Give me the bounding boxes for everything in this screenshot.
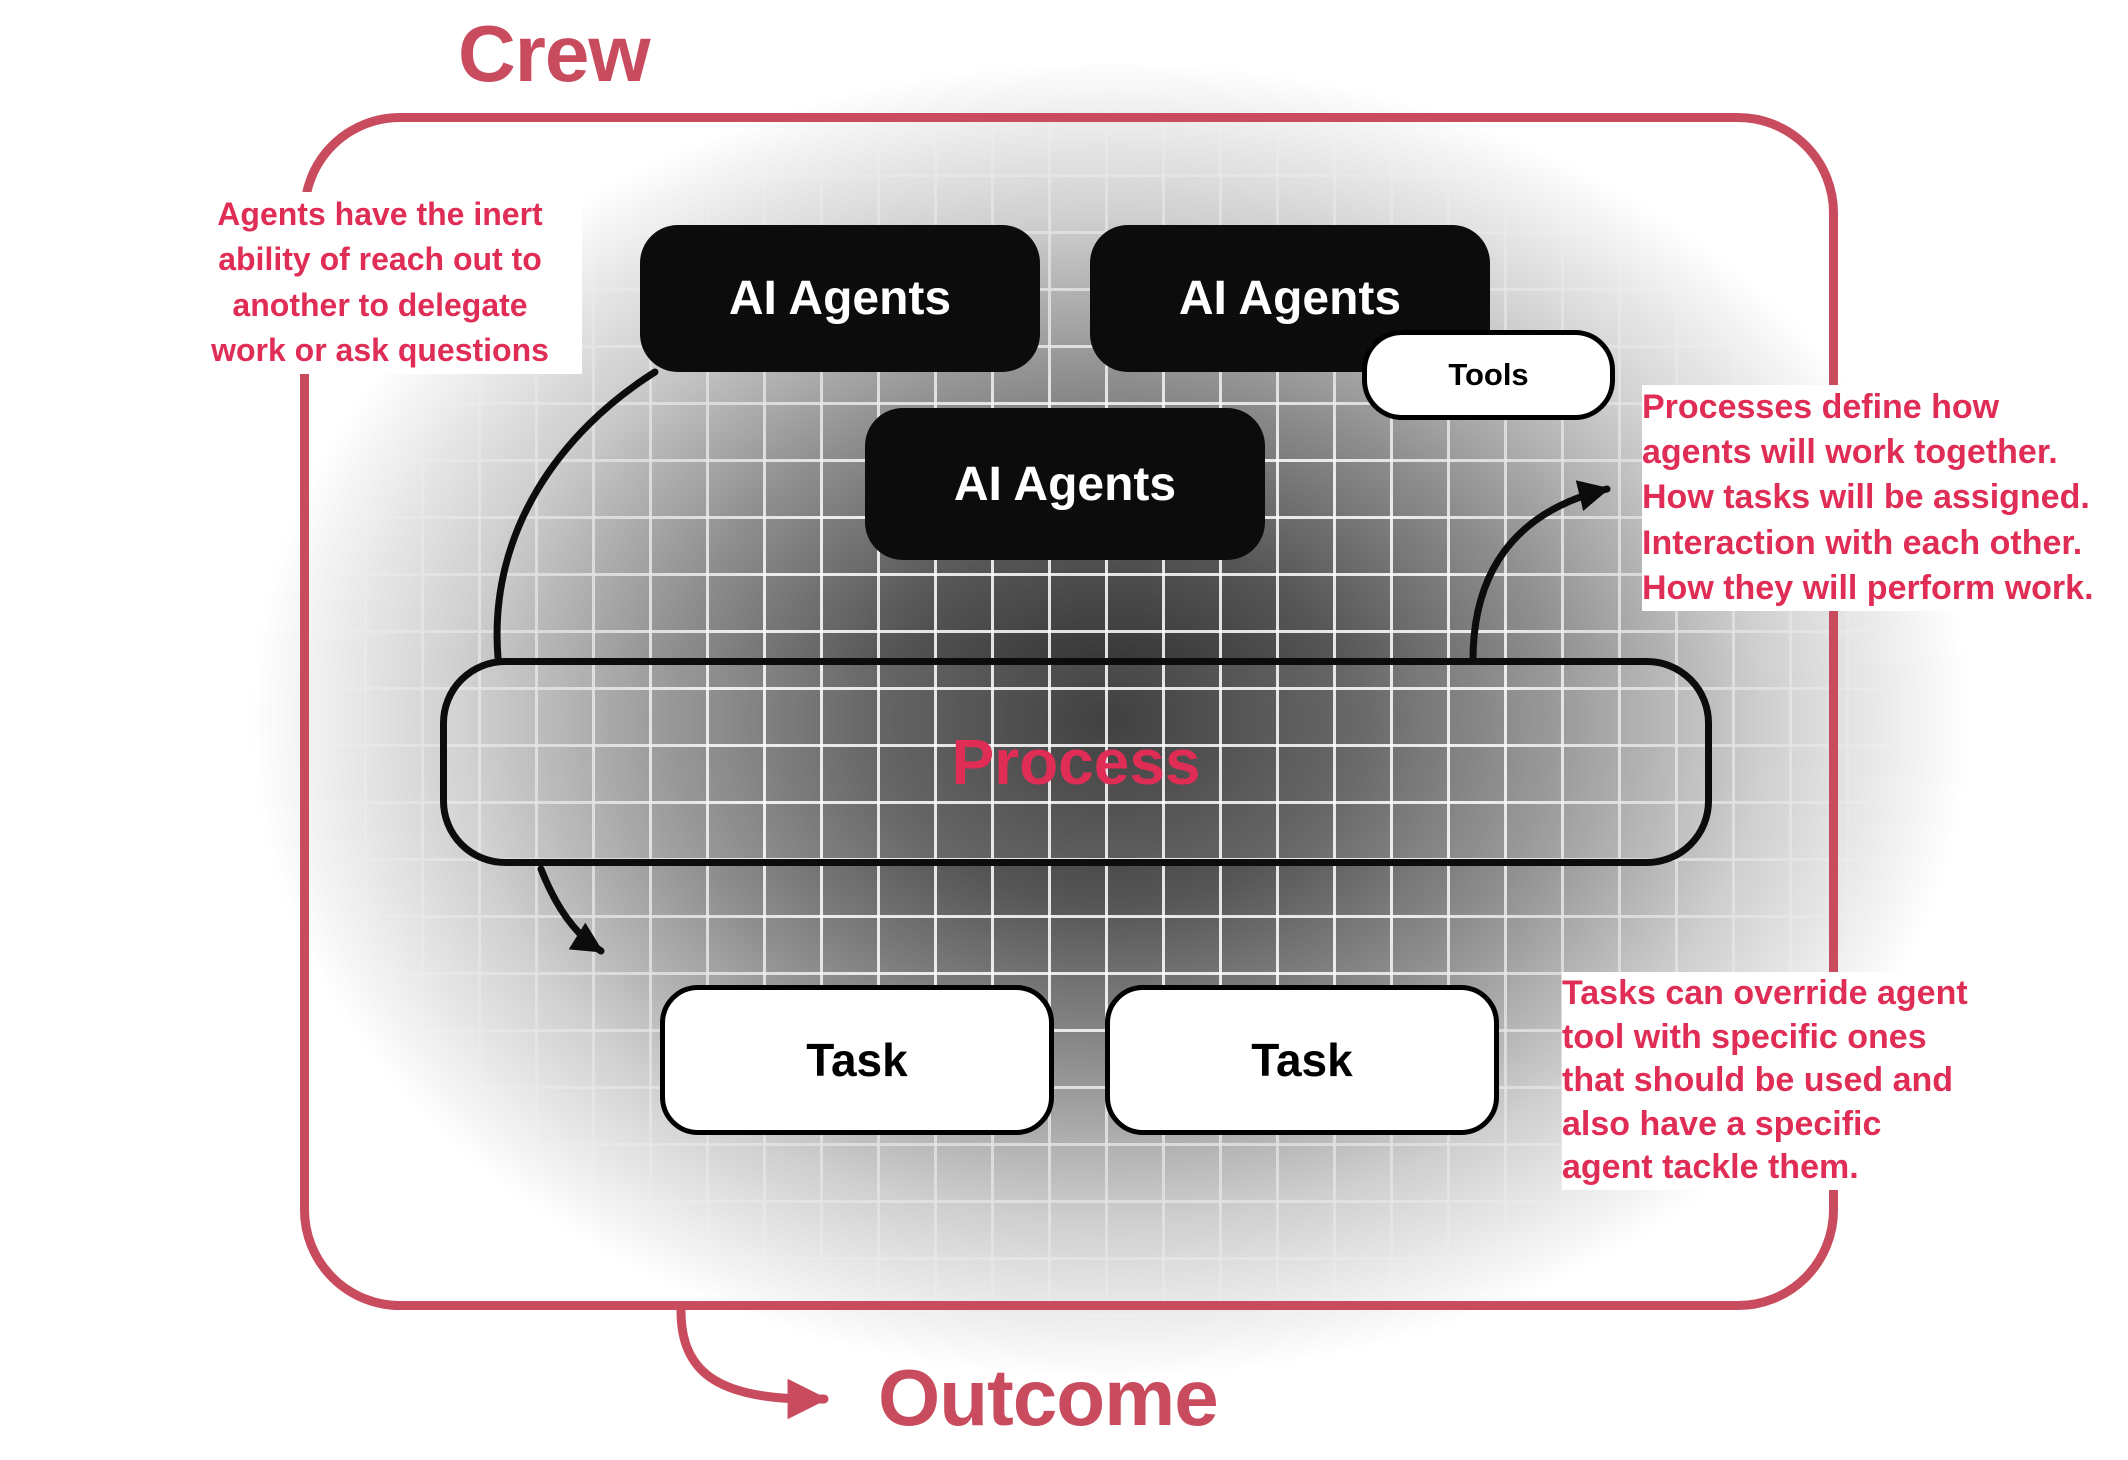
ai-agents-label-1: AI Agents (728, 272, 952, 325)
task-label-1: Task (806, 1034, 908, 1086)
crew-label: Crew (458, 9, 651, 98)
annotation-tasks: Tasks can override agent tool with speci… (1562, 972, 2020, 1190)
ai-agents-label-3: AI Agents (953, 457, 1177, 511)
delegation-arrow-lower (537, 865, 605, 955)
task-label-2: Task (1251, 1034, 1353, 1086)
ai-agents-box-1: AI Agents (640, 225, 1040, 372)
annotation-process: Processes define how agents will work to… (1642, 385, 2128, 612)
outcome-label: Outcome (878, 1353, 1219, 1442)
process-box: Process (440, 658, 1712, 866)
delegation-arrow-upper (493, 368, 659, 662)
annotation-delegation: Agents have the inert ability of reach o… (178, 192, 582, 374)
process-label: Process (951, 726, 1201, 798)
task-box-1: Task (660, 985, 1054, 1135)
process-annotation-arrow (1469, 480, 1611, 664)
tools-box: Tools (1362, 330, 1615, 420)
ai-agents-box-3: AI Agents (865, 408, 1265, 560)
crew-boundary (300, 113, 1838, 1310)
tools-label: Tools (1448, 357, 1529, 392)
ai-agents-label-2: AI Agents (1178, 272, 1402, 325)
outcome-arrow (676, 1306, 829, 1420)
task-box-2: Task (1105, 985, 1499, 1135)
ai-agents-box-2: AI Agents (1090, 225, 1490, 372)
